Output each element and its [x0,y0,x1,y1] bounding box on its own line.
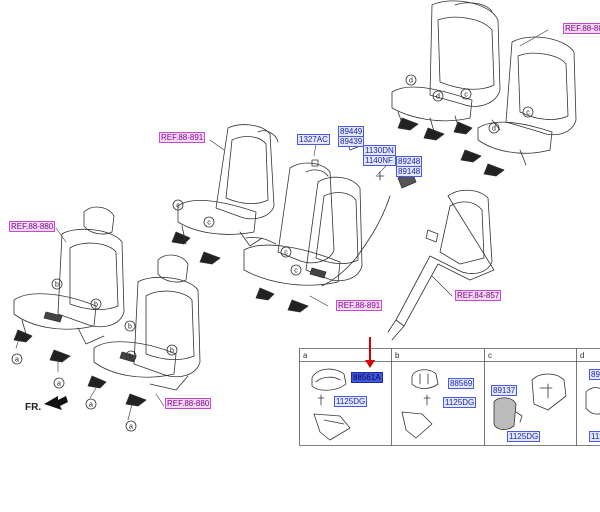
callout-c: c [294,268,298,275]
callout-d: d [436,94,440,101]
callout-b: b [170,348,174,355]
detail-header-d: d [580,351,585,360]
front-seat-left [13,206,125,363]
callout-b: b [128,324,132,331]
callout-c: c [176,203,180,210]
part-label-89449[interactable]: 89449 [338,126,365,137]
part-label-89-d[interactable]: 89 [589,369,600,380]
part-label-1125dg-a[interactable]: 1125DG [334,396,368,407]
callout-a: a [15,357,19,364]
part-label-89137[interactable]: 89137 [491,385,518,396]
part-group-892: 89248 89148 [396,156,423,177]
callout-a: a [57,381,61,388]
detail-a-drawing [311,368,351,441]
part-label-89148[interactable]: 89148 [396,167,423,177]
callout-d: d [492,126,496,133]
ref-label-third-row[interactable]: REF.88-88 [563,23,600,34]
detail-c-drawing [493,373,567,430]
front-direction-label: FR. [25,402,42,413]
part-label-89439[interactable]: 89439 [338,137,365,147]
third-row-seat-left [391,0,501,141]
part-label-1125dg-b[interactable]: 1125DG [443,397,477,408]
callout-b: b [55,282,59,289]
part-label-88561a[interactable]: 88561A [351,372,383,383]
front-direction-arrow [44,396,68,410]
second-row-seat-left [171,124,279,265]
ref-label-second-row-center[interactable]: REF.88-891 [336,300,383,311]
callout-b: b [94,302,98,309]
detail-header-a: a [303,351,308,360]
ref-label-front-seat-left[interactable]: REF.88-880 [9,221,56,232]
side-trim-panel [387,189,495,341]
ref-label-trim[interactable]: REF.84-857 [455,290,502,301]
part-label-88569[interactable]: 88569 [448,378,475,389]
detail-box-frame [299,348,600,446]
part-label-1140nf[interactable]: 1140NF [363,156,396,166]
front-seat-right [87,254,201,407]
part-group-clips: 1130DN 1140NF [363,145,396,166]
part-label-89248[interactable]: 89248 [396,156,423,167]
callout-c: c [464,92,468,99]
part-label-112-d[interactable]: 112 [589,431,600,442]
second-row-seat-center [243,162,363,313]
detail-d-drawing [585,387,600,415]
callout-c: c [284,250,288,257]
ref-label-second-row-left[interactable]: REF.88-891 [159,132,206,143]
detail-header-b: b [395,351,400,360]
part-label-1327ac[interactable]: 1327AC [297,134,330,145]
callout-circles [11,74,534,432]
callout-b: b [129,354,133,361]
callout-c: c [526,110,530,117]
part-group-894: 89449 89439 [338,126,365,147]
ref-label-front-seat-right[interactable]: REF.88-880 [165,398,212,409]
callout-c: c [207,220,211,227]
callout-a: a [129,424,133,431]
callout-a: a [89,402,93,409]
detail-b-drawing [401,369,439,439]
part-label-1130dn[interactable]: 1130DN [363,145,396,156]
part-label-1125dg-c[interactable]: 1125DG [507,431,541,442]
callout-d: d [409,78,413,85]
red-pointer-arrow [365,337,375,368]
detail-header-c: c [488,351,492,360]
third-row-seat-right [460,36,577,177]
